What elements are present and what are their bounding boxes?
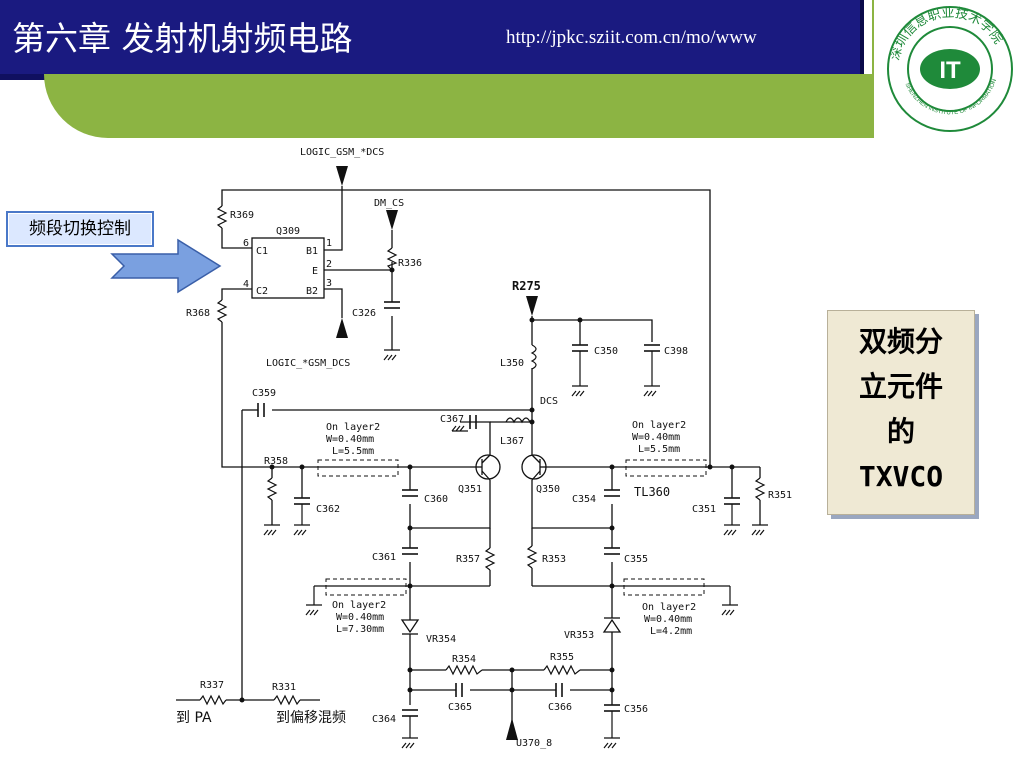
pin-b1: B1 (306, 246, 318, 257)
svg-text:L=7.30mm: L=7.30mm (336, 624, 384, 635)
pin-2: 2 (326, 259, 332, 270)
pin-4: 4 (243, 279, 249, 290)
net-u370: U370_8 (516, 738, 552, 749)
label-vr353: VR353 (564, 630, 594, 641)
label-c350: C350 (594, 346, 618, 357)
txvco-note-line: 立元件 (858, 370, 943, 403)
label-r353: R353 (542, 554, 566, 565)
label-c354: C354 (572, 494, 596, 505)
label-r275: R275 (512, 279, 541, 293)
label-c365: C365 (448, 702, 472, 713)
layer-note-d: On layer2 W=0.40mm L=4.2mm (642, 602, 696, 637)
label-c326: C326 (352, 308, 376, 319)
net-to-mixer: 到偏移混频 (276, 710, 346, 726)
txvco-note-line: 的 (886, 415, 915, 448)
pin-1: 1 (326, 238, 332, 249)
svg-text:L=5.5mm: L=5.5mm (332, 446, 374, 457)
layer-note-a: On layer2 W=0.40mm L=5.5mm (326, 422, 380, 457)
label-r357: R357 (456, 554, 480, 565)
school-logo: IT 深圳信息职业技术学院 SHENZHEN INSTITUTE OF INFO… (872, 0, 1024, 138)
label-q351: Q351 (458, 484, 482, 495)
band-switch-arrow (110, 238, 222, 294)
label-c355: C355 (624, 554, 648, 565)
svg-text:L=4.2mm: L=4.2mm (650, 626, 692, 637)
label-r336: R336 (398, 258, 422, 269)
label-r368: R368 (186, 308, 210, 319)
label-vr354: VR354 (426, 634, 456, 645)
net-logic-gsm-dcs: LOGIC_GSM_*DCS (300, 147, 384, 158)
net-dcs: DCS (540, 396, 558, 407)
label-c360: C360 (424, 494, 448, 505)
pin-6: 6 (243, 238, 249, 249)
label-r337: R337 (200, 680, 224, 691)
label-c351: C351 (692, 504, 716, 515)
label-q309: Q309 (276, 226, 300, 237)
svg-text:W=0.40mm: W=0.40mm (644, 614, 692, 625)
label-r369: R369 (230, 210, 254, 221)
logo-emblem: IT 深圳信息职业技术学院 SHENZHEN INSTITUTE OF INFO… (872, 0, 1013, 132)
svg-text:W=0.40mm: W=0.40mm (336, 612, 384, 623)
label-r358: R358 (264, 456, 288, 467)
band-switch-label: 频段切换控制 (6, 211, 154, 247)
label-c398: C398 (664, 346, 688, 357)
pin-c1: C1 (256, 246, 268, 257)
pin-c2: C2 (256, 286, 268, 297)
txvco-note-line: 双频分 (858, 325, 943, 358)
label-r351: R351 (768, 490, 792, 501)
svg-text:W=0.40mm: W=0.40mm (632, 432, 680, 443)
label-r331: R331 (272, 682, 296, 693)
label-c364: C364 (372, 714, 396, 725)
pin-b2: B2 (306, 286, 318, 297)
pin-3: 3 (326, 278, 332, 289)
label-c366: C366 (548, 702, 572, 713)
label-r354: R354 (452, 654, 476, 665)
logo-center-text: IT (939, 57, 961, 84)
label-c362: C362 (316, 504, 340, 515)
label-l367: L367 (500, 436, 524, 447)
txvco-note: 双频分 立元件 的 TXVCO (827, 310, 975, 515)
label-c359: C359 (252, 388, 276, 399)
slide-title: 第六章 发射机射频电路 (12, 19, 353, 58)
svg-text:L=5.5mm: L=5.5mm (638, 444, 680, 455)
svg-text:On layer2: On layer2 (326, 422, 380, 433)
label-c356: C356 (624, 704, 648, 715)
net-logic-gsm-dcs-2: LOGIC_*GSM_DCS (266, 358, 350, 369)
label-c367: C367 (440, 414, 464, 425)
label-tl360: TL360 (634, 485, 670, 499)
svg-text:On layer2: On layer2 (332, 600, 386, 611)
title-bar: 第六章 发射机射频电路 http://jpkc.sziit.com.cn/mo/… (0, 0, 864, 74)
pin-e: E (312, 266, 318, 277)
layer-note-c: On layer2 W=0.40mm L=7.30mm (332, 600, 386, 635)
svg-text:On layer2: On layer2 (632, 420, 686, 431)
net-dm-cs: DM_CS (374, 198, 404, 209)
txvco-note-line: TXVCO (858, 460, 944, 493)
layer-note-b: On layer2 W=0.40mm L=5.5mm (632, 420, 686, 455)
label-q350: Q350 (536, 484, 560, 495)
green-banner (44, 74, 874, 138)
svg-text:W=0.40mm: W=0.40mm (326, 434, 374, 445)
site-url[interactable]: http://jpkc.sziit.com.cn/mo/www (506, 27, 757, 48)
label-r355: R355 (550, 652, 574, 663)
net-to-pa: 到 PA (176, 710, 212, 726)
svg-text:On layer2: On layer2 (642, 602, 696, 613)
label-l350: L350 (500, 358, 524, 369)
label-c361: C361 (372, 552, 396, 563)
